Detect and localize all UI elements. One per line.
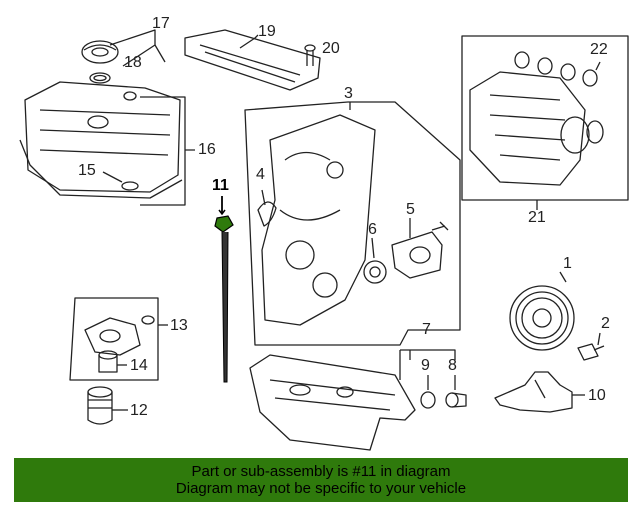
callout-2: 2 (601, 315, 610, 332)
chain-case-box (244, 101, 461, 346)
intake-manifold (469, 71, 590, 186)
banner-line-disclaimer: Diagram may not be specific to your vehi… (175, 480, 467, 497)
oil-strainer-box (69, 297, 159, 381)
valve-cover-seal (121, 181, 139, 191)
callout-17: 17 (152, 15, 170, 32)
intake-gaskets (514, 51, 604, 144)
engine-parts-diagram (19, 29, 629, 451)
oil-filter (87, 386, 113, 425)
callout-5: 5 (406, 201, 415, 218)
cap-seal (89, 72, 111, 84)
crank-pulley (509, 285, 575, 351)
callout-15: 15 (78, 162, 96, 179)
callout-7: 7 (422, 321, 431, 338)
callout-1: 1 (563, 255, 572, 272)
valve-cover (19, 81, 183, 199)
callout-4: 4 (256, 166, 265, 183)
callout-10: 10 (588, 387, 606, 404)
callout-22: 22 (590, 41, 608, 58)
callout-20: 20 (322, 40, 340, 57)
callout-19: 19 (258, 23, 276, 40)
callout-3: 3 (344, 85, 353, 102)
oil-strainer (84, 317, 141, 356)
callout-21: 21 (528, 209, 546, 226)
callout-12: 12 (130, 402, 148, 419)
oil-filter-adapter (98, 350, 118, 373)
engine-cover (184, 29, 321, 91)
callout-11: 11 (212, 177, 229, 194)
intake-manifold-box (461, 35, 629, 201)
water-pump-part (391, 231, 443, 279)
drain-plug (445, 392, 467, 408)
callout-14: 14 (130, 357, 148, 374)
pulley-bolt (577, 343, 605, 361)
banner-line-part: Part or sub-assembly is #11 in diagram (191, 463, 451, 480)
cover-bolt (304, 44, 316, 66)
callout-6: 6 (368, 221, 377, 238)
callout-9: 9 (421, 357, 430, 374)
oil-filler-cap (81, 40, 119, 64)
part-info-banner: Part or sub-assembly is #11 in diagram D… (14, 458, 628, 502)
timing-chain-cover (261, 114, 376, 326)
oil-pan (249, 354, 416, 451)
callout-8: 8 (448, 357, 457, 374)
crank-seal (363, 260, 387, 284)
callout-16: 16 (198, 141, 216, 158)
dipstick-rod (221, 231, 229, 383)
dipstick-handle (214, 215, 234, 233)
oil-pan-bracket (494, 371, 573, 413)
oil-pan-washer (420, 391, 436, 409)
oil-dipstick (214, 196, 234, 383)
pump-bolt (431, 221, 449, 231)
callout-18: 18 (124, 54, 142, 71)
callout-13: 13 (170, 317, 188, 334)
strainer-seal (141, 315, 155, 325)
